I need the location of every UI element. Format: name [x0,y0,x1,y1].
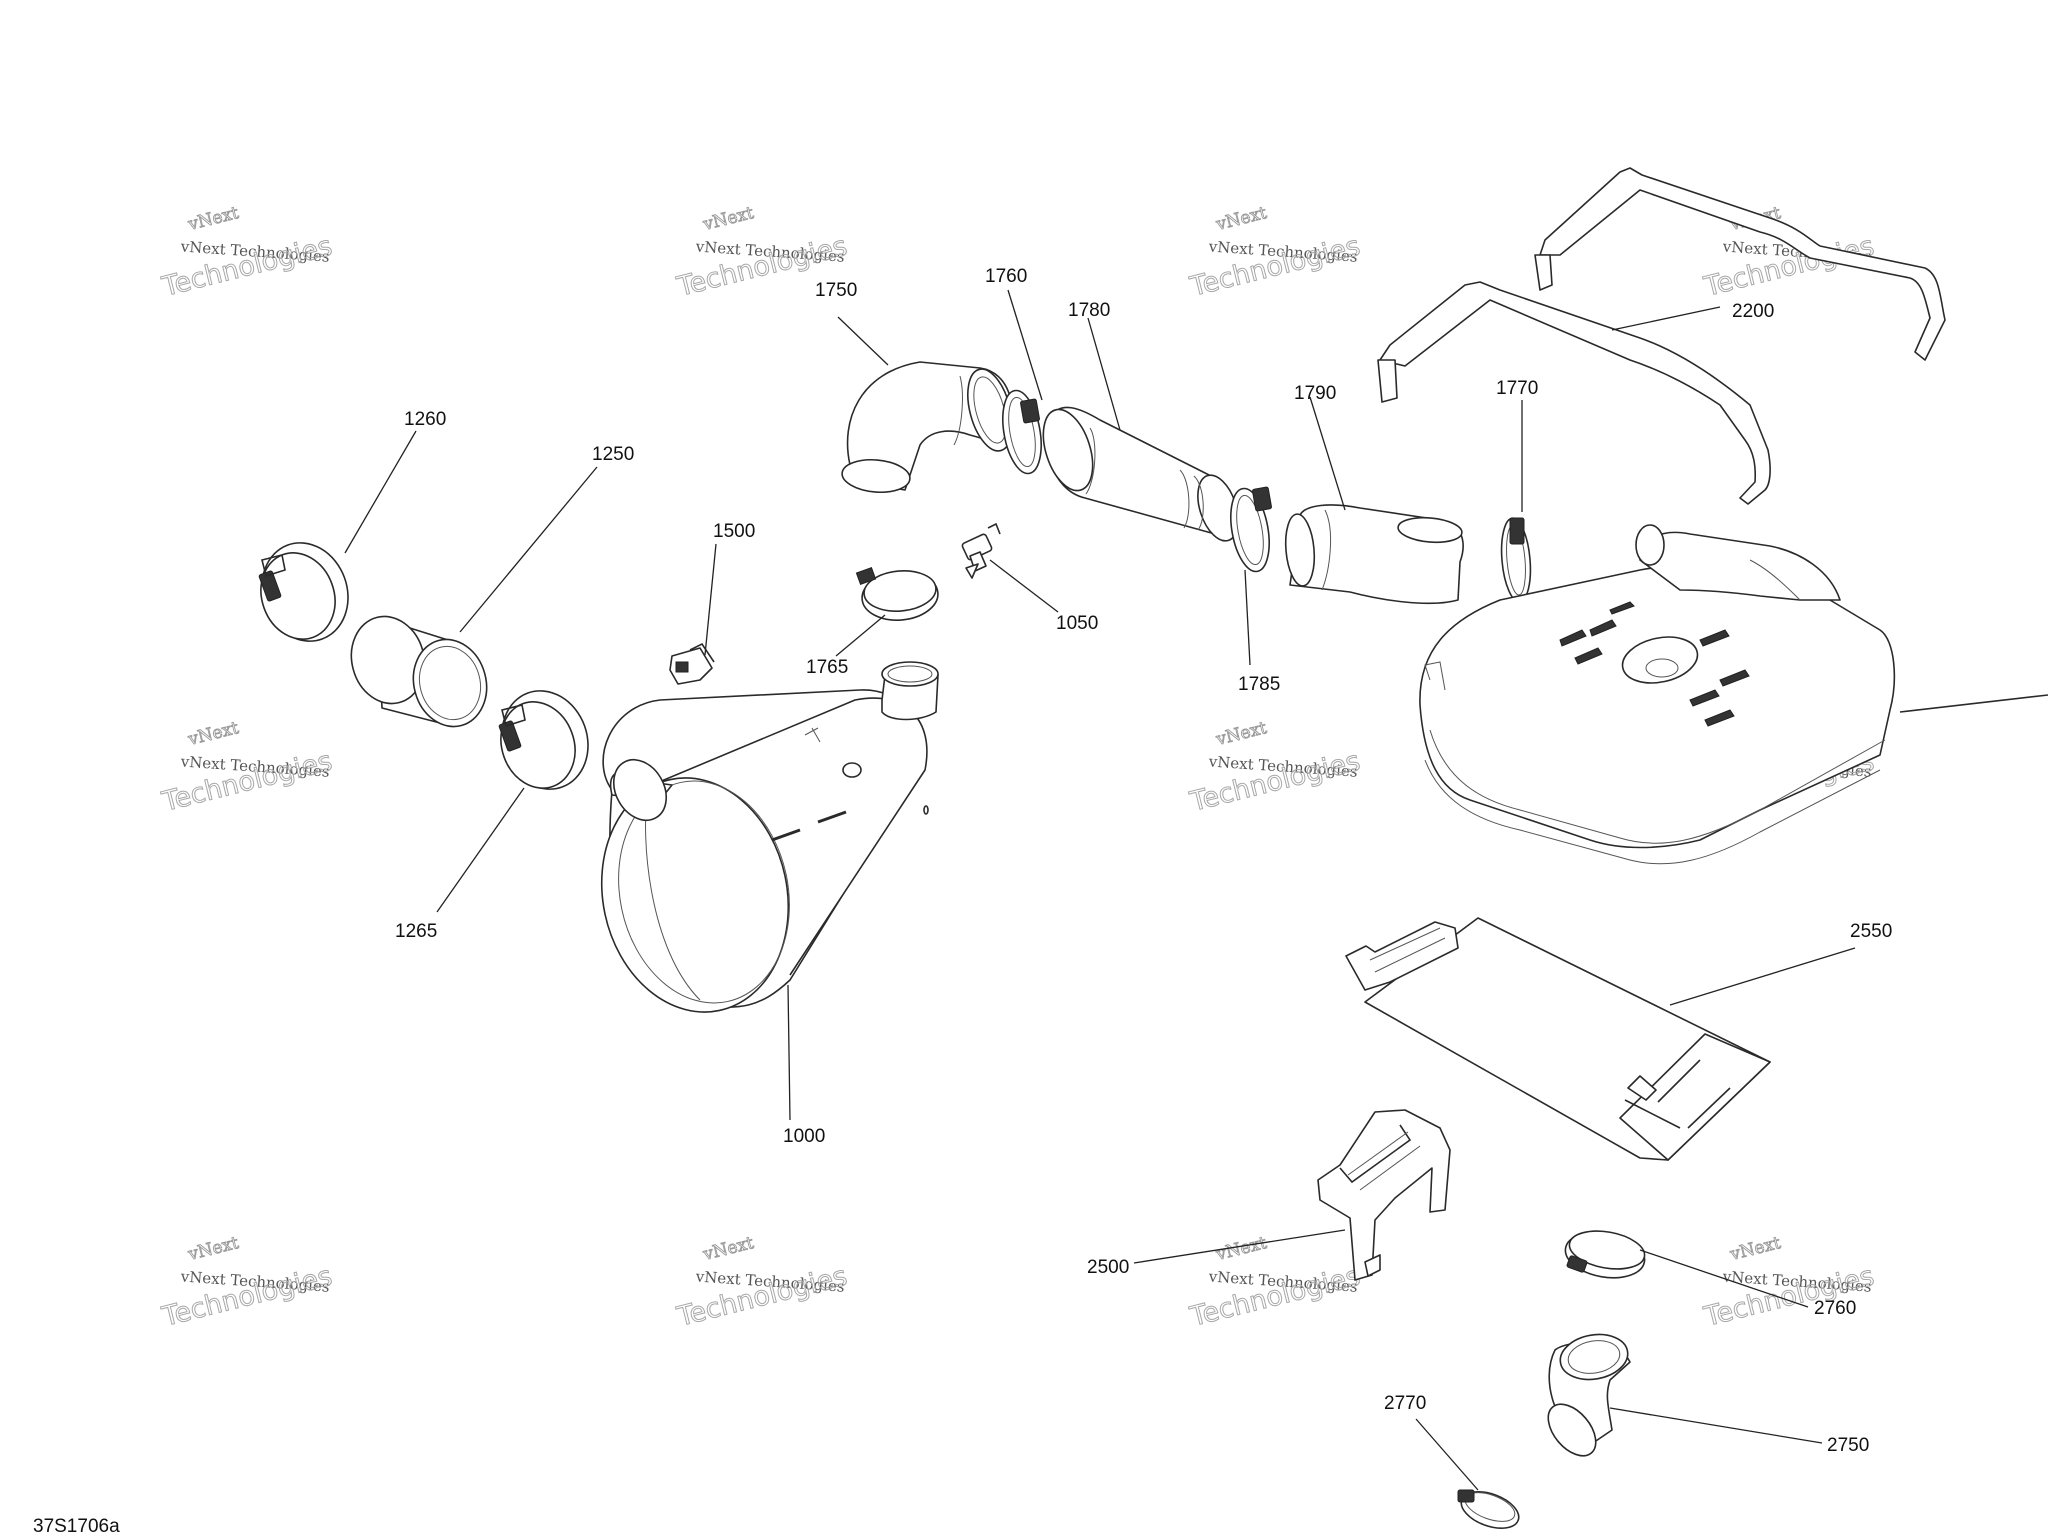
callout-1260: 1260 [404,409,446,430]
callout-2550: 2550 [1850,921,1892,942]
part-2770-clamp[interactable] [1456,1485,1523,1536]
callout-1790: 1790 [1294,383,1336,404]
part-1500-connector[interactable] [669,642,715,685]
svg-text:vNext: vNext [1727,1233,1782,1265]
part-2750-elbow-boot[interactable] [1539,1329,1631,1464]
watermark: vNext vNext Technologies Technologies [1186,718,1364,819]
watermark: vNext vNext Technologies Technologies [673,1233,851,1334]
part-1765-clamp[interactable] [855,566,940,624]
part-1790-curved-pipe[interactable] [1283,504,1464,605]
callout-1780: 1780 [1068,300,1110,321]
svg-text:vNext: vNext [700,1233,755,1265]
airbox-assembly[interactable] [1419,524,2048,865]
callout-1750: 1750 [815,280,857,301]
callout-1265: 1265 [395,921,437,942]
svg-text:vNext: vNext [185,718,240,750]
part-1000-muffler[interactable] [580,661,939,1030]
callout-1500: 1500 [713,521,755,542]
callout-2500: 2500 [1087,1257,1129,1278]
part-1265-clamp[interactable] [488,679,601,802]
callout-1250: 1250 [592,444,634,465]
callout-2770: 2770 [1384,1393,1426,1414]
watermark: vNext vNext Technologies Technologies [158,203,336,304]
part-2760-clamp[interactable] [1562,1226,1648,1284]
part-1750-elbow[interactable] [841,361,1020,495]
svg-text:vNext: vNext [185,1233,240,1265]
watermark: vNext vNext Technologies Technologies [1186,1233,1364,1334]
part-1760-clamp[interactable] [997,388,1047,477]
watermark: vNext vNext Technologies Technologies [1186,203,1364,304]
part-1785-clamp[interactable] [1225,486,1275,575]
part-2500-bracket[interactable] [1317,1109,1451,1281]
part-1260-clamp[interactable] [248,531,361,654]
callout-2760: 2760 [1814,1298,1856,1319]
svg-text:vNext: vNext [185,203,240,235]
callout-2750: 2750 [1827,1435,1869,1456]
callout-1000: 1000 [783,1126,825,1147]
svg-text:vNext: vNext [700,203,755,235]
watermark: vNext vNext Technologies Technologies [1700,1233,1878,1334]
svg-text:vNext: vNext [1213,203,1268,235]
part-1050-sensor[interactable] [961,522,1001,579]
callout-1770: 1770 [1496,378,1538,399]
leader-lines [344,289,1856,1491]
callout-2200: 2200 [1732,301,1774,322]
callout-1050: 1050 [1056,613,1098,634]
callout-1785: 1785 [1238,674,1280,695]
watermark: vNext vNext Technologies Technologies [158,718,336,819]
part-2550-heat-shield[interactable] [1345,917,1771,1161]
svg-text:vNext: vNext [1213,718,1268,750]
callout-labels: 1260 1250 1265 1500 1750 1760 1780 1765 … [395,266,1892,1456]
part-1250-sleeve[interactable] [342,608,496,735]
callout-1765: 1765 [806,657,848,678]
diagram-reference-code: 37S1706a [33,1516,120,1536]
part-1770-clamp[interactable] [1498,517,1533,603]
watermark: vNext vNext Technologies Technologies [158,1233,336,1334]
part-2200-straps[interactable] [1377,167,1946,505]
part-1780-flex-pipe[interactable] [1034,403,1246,546]
callout-1760: 1760 [985,266,1027,287]
watermark: vNext vNext Technologies Technologies [673,203,851,304]
